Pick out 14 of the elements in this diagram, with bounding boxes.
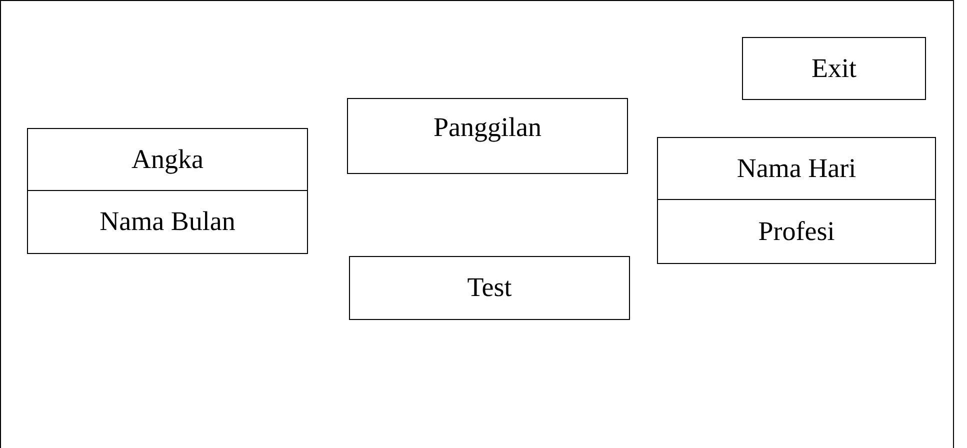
menu-box <box>27 190 308 254</box>
menu-box <box>347 98 628 174</box>
button-label: Panggilan <box>434 113 542 143</box>
button-label: Test <box>467 273 512 303</box>
menu-box <box>349 256 630 320</box>
menu-box <box>657 199 936 264</box>
menu-box <box>742 37 926 100</box>
button-label: Nama Bulan <box>100 207 236 237</box>
button-label: Exit <box>812 54 856 84</box>
menu-box <box>27 128 308 191</box>
button-label: Angka <box>132 144 204 174</box>
button-label: Profesi <box>758 216 835 246</box>
button-label: Nama Hari <box>736 154 856 184</box>
menu-box <box>657 137 936 200</box>
